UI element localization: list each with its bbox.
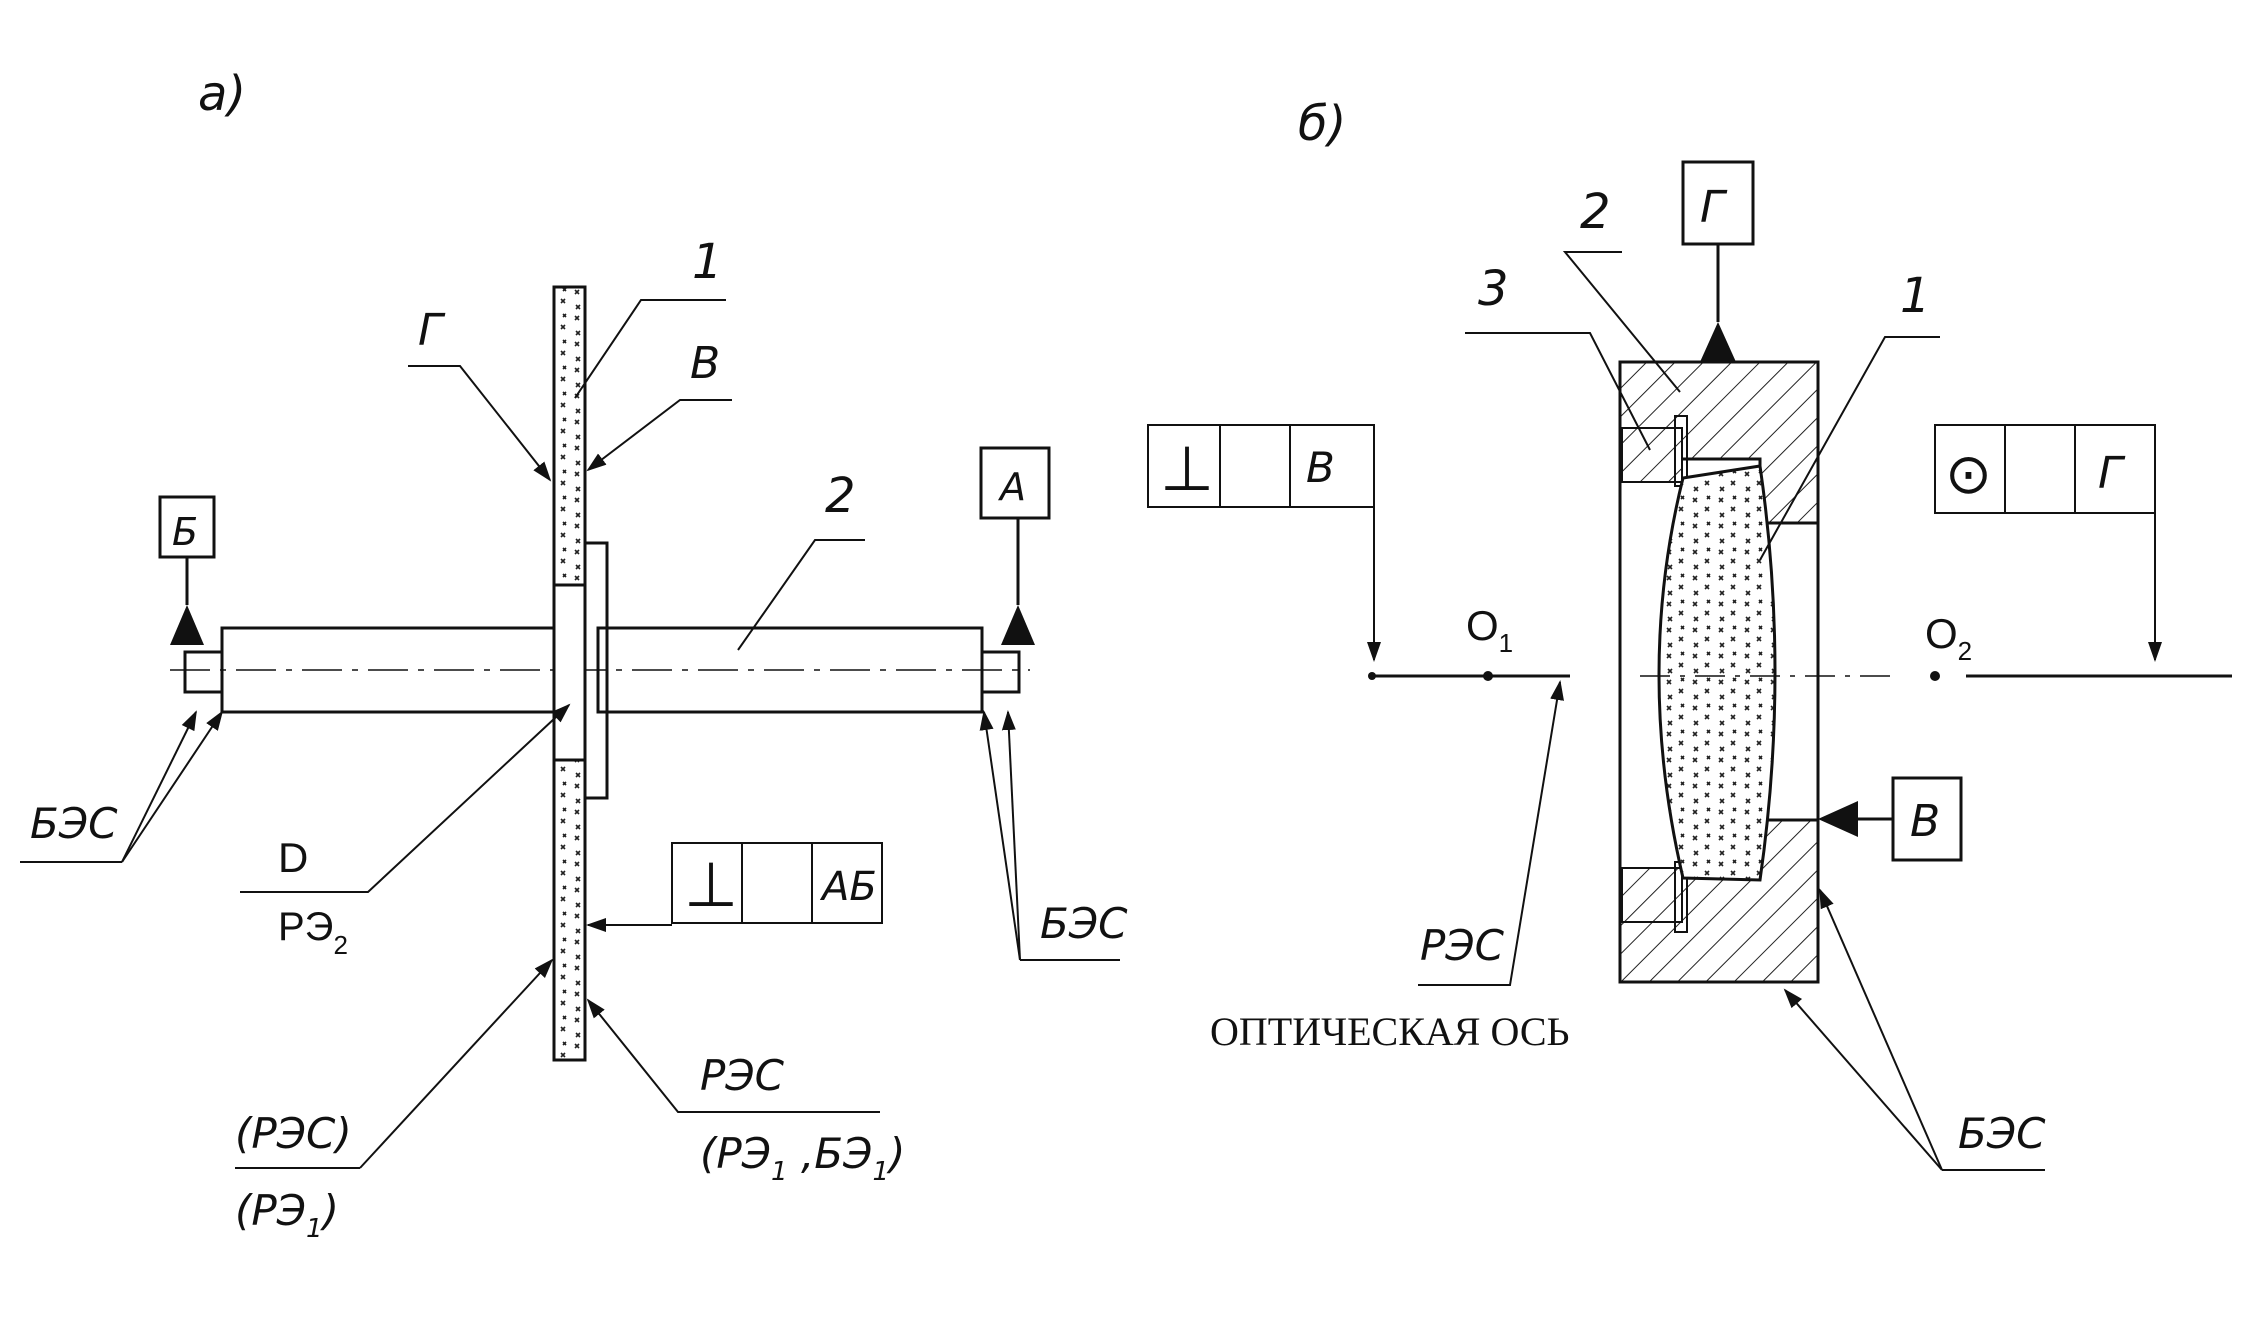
datum-g-triangle [1700,322,1736,362]
point-o1 [1483,671,1493,681]
re1-paren-close: ) [320,1186,339,1235]
callout-bes-left: БЭС [30,799,118,848]
datum-a-triangle [1001,605,1035,645]
callout-v: В [690,338,720,389]
callout-bes-b: БЭС [1958,1109,2046,1158]
callout-3: 3 [1478,261,1509,317]
callout-g-leader [408,365,552,482]
bes-b-leader-2 [1819,888,1943,1171]
callout-res-paren: (РЭС) [235,1109,352,1158]
re1-paren-sub: 1 [306,1214,323,1244]
o2-main: O [1925,610,1958,657]
datum-g-label: Г [1700,182,1728,233]
callout-1: 1 [692,234,723,290]
tolerance-frame-concentricity-g: ⊙ Г [1934,424,2162,662]
bes-b-leader-1 [1783,988,1943,1171]
callout-re2: РЭ2 [278,905,348,960]
callout-g: Г [418,305,446,356]
callout-re2-sub: 2 [333,930,347,960]
callout-1b: 1 [1900,268,1931,324]
callout-re1-paren: (РЭ1) [235,1186,339,1244]
tolerance-b-right-datum: Г [2098,448,2126,499]
journal-right [980,650,1021,694]
callout-2b-leader [1562,251,1681,393]
re1-be1-open: (РЭ [700,1129,771,1178]
datum-b-label: Б [172,510,198,554]
bes-left-leader-1 [121,710,197,863]
tolerance-symbol: ⊥ [684,851,738,920]
re1-be1-sub2: 1 [872,1157,889,1187]
tolerance-datum: АБ [819,864,877,910]
callout-res: РЭС [700,1051,785,1100]
callout-2-leader [737,539,865,651]
retaining-ring-part-3-top [1621,427,1683,483]
tolerance-frame-perpendicularity-ab: ⊥ АБ [586,842,883,932]
callout-d-leader [240,703,571,893]
tolerance-b-left-symbol: ⊥ [1160,435,1214,504]
callout-2b: 2 [1580,184,1611,240]
bes-left-leader-2 [121,710,224,863]
label-o2: O2 [1925,610,1972,666]
tolerance-frame-perpendicularity-v: ⊥ В [1147,424,1381,662]
o2-sub: 2 [1958,636,1972,666]
callout-res-paren-leader [359,958,554,1169]
disc-part-1-lower [552,758,587,1062]
bes-right-leader-2 [1001,710,1021,961]
callout-d: D [278,834,308,881]
callout-res-b: РЭС [1420,921,1505,970]
bes-right-leader-1 [979,710,1021,961]
datum-a-label: А [997,465,1026,509]
retaining-ring-part-3-bottom [1621,867,1683,923]
disc-part-1-upper [552,285,587,587]
callout-res-b-leader [1418,680,1564,986]
callout-2: 2 [825,468,856,524]
o1-sub: 1 [1499,628,1513,658]
callout-res-leader [586,998,880,1113]
panel-a: а) Б А 1 В Г 2 [20,66,1128,1244]
callout-v-leader [586,399,732,472]
re1-be1-mid: ,БЭ [788,1129,873,1178]
callout-bes-right: БЭС [1040,899,1128,948]
panel-b: б) O1 O2 Г В [1147,96,2232,1171]
o1-main: O [1466,602,1499,649]
disc-center [552,583,587,762]
label-o1: O1 [1466,602,1513,658]
journal-left [183,650,224,694]
callout-1b-leader [1759,336,1940,561]
callout-3-leader [1465,332,1651,451]
panel-b-label: б) [1298,96,1346,152]
datum-b-triangle [170,605,204,645]
optical-axis-label: ОПТИЧЕСКАЯ ОСЬ [1210,1009,1569,1054]
axis-start-dot [1368,672,1376,680]
lens-part-1 [1657,464,1777,882]
callout-re1-be1: (РЭ1 ,БЭ1) [700,1129,905,1187]
callout-re2-main: РЭ [278,905,333,949]
callout-1-leader [574,299,726,399]
re1-be1-close: ) [886,1129,905,1178]
re1-paren-main: (РЭ [235,1186,306,1235]
re1-be1-sub1: 1 [771,1157,788,1187]
datum-v-label: В [1910,796,1940,847]
panel-a-label: а) [198,66,246,122]
datum-v-triangle [1818,801,1858,837]
tolerance-b-left-datum: В [1306,443,1335,492]
tolerance-b-right-symbol: ⊙ [1945,442,1992,505]
datum-a-frame [979,446,1051,520]
point-o2 [1930,671,1940,681]
